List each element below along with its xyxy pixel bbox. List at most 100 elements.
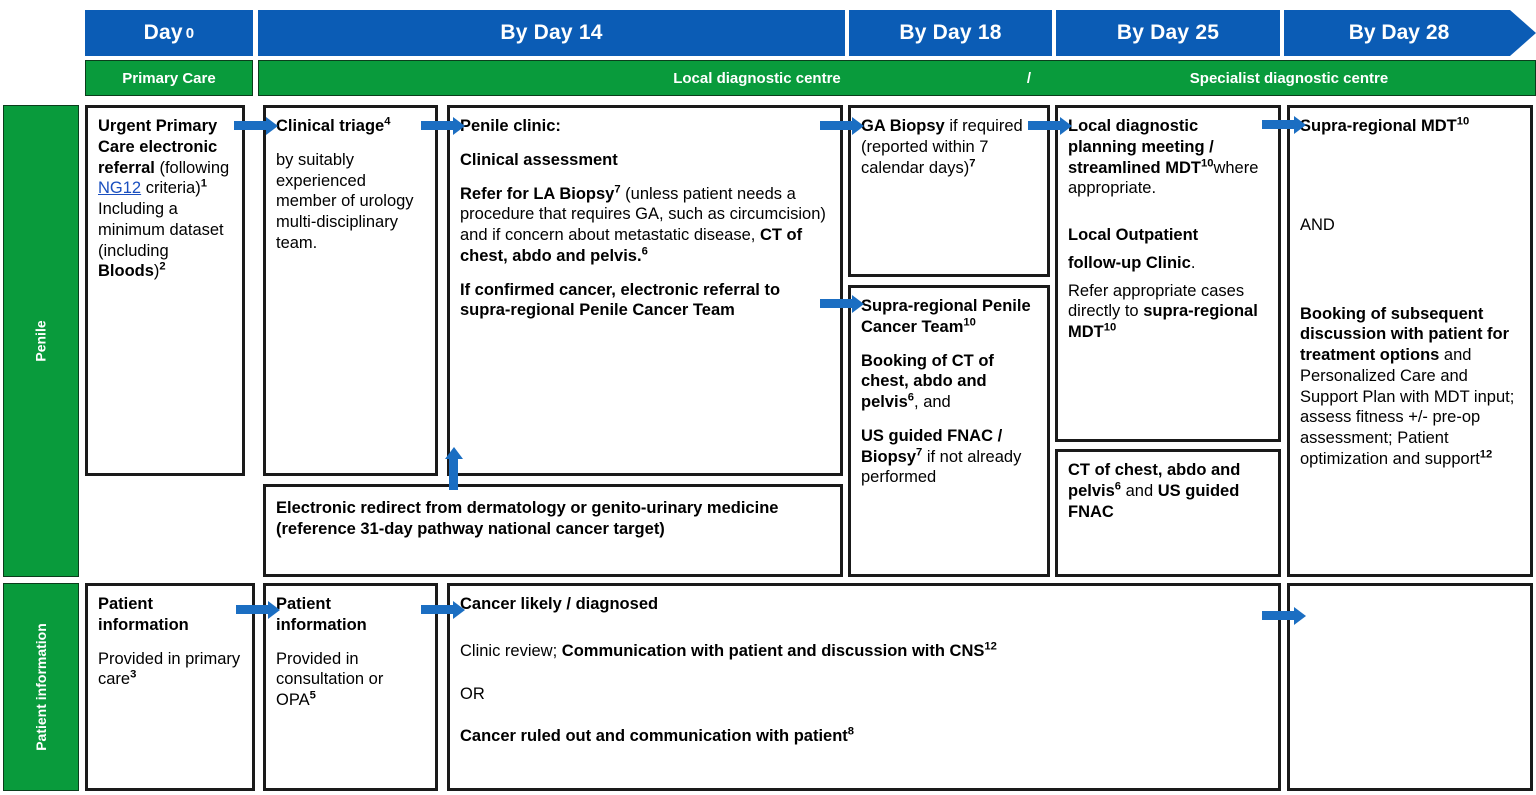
box-patient-information-mdt [1287,583,1533,791]
day-bar-18-value: 18 [977,21,1002,44]
row-label-penile-text: Penile [33,320,49,362]
pi-triage-sup: 5 [309,689,316,702]
supra-team-booking-tail: , and [914,393,951,412]
day-bar-18: By Day 18 [849,10,1052,56]
box-supra-regional-penile-cancer-team: Supra-regional Penile Cancer Team10 Book… [848,285,1050,577]
row-label-penile: Penile [3,105,79,577]
penile-clinic-title: Penile clinic: [460,117,561,135]
pi-primary-body: Provided in primary care [98,649,241,689]
box-patient-information-clinic: Cancer likely / diagnosed Clinic review;… [447,583,1281,791]
arrow-to-supra-regional-mdt [1262,120,1295,129]
penile-clinic-refer-bold: Refer for LA Biopsy [460,184,615,203]
supra-mdt-heading-sup: 10 [1456,115,1470,128]
pi-clinic-line4-sup: 8 [847,725,855,738]
supra-mdt-booking-bold: Booking of subsequent discussion with pa… [1300,304,1510,365]
local-planning-refer-text: Refer appropriate cases directly to [1068,281,1245,321]
day-bar-18-label: By Day [899,21,972,44]
box-clinical-triage: Clinical triage4 by suitably experienced… [263,105,438,476]
pi-clinic-line4-bold: Cancer ruled out and communication with … [460,727,848,746]
supra-team-heading-sup: 10 [963,316,976,329]
box-patient-information-triage: Patient information Provided in consulta… [263,583,438,791]
ct-fnac-mid: and [1121,481,1158,500]
clinical-triage-heading: Clinical triage [276,117,385,135]
arrow-pi-triage-to-pi-clinic [421,605,454,614]
box-supra-regional-mdt: Supra-regional MDT10 AND Booking of subs… [1287,105,1533,577]
supra-team-booking-bold: Booking of CT of chest, abdo and pelvis [861,351,994,412]
box-local-diagnostic-planning: Local diagnostic planning meeting / stre… [1055,105,1281,442]
setting-band-diagnostic: Local diagnostic centre / Specialist dia… [258,60,1536,96]
day-bar-0-label: Day [143,21,183,44]
local-planning-outpatient-bold: Local Outpatient [1068,226,1199,245]
supra-team-us-sup: 7 [916,446,923,459]
urgent-referral-tail-close: ) [153,262,160,281]
row-label-patient-information: Patient information [3,583,79,791]
supra-team-booking-sup: 6 [907,391,915,404]
box-ga-biopsy: GA Biopsy if required (reported within 7… [848,105,1050,277]
day-bar-28-value: 28 [1425,21,1450,44]
clinical-triage-sup: 4 [384,115,391,128]
arrow-referral-to-triage [234,121,267,130]
urgent-referral-link-prefix: (following [159,158,230,177]
pi-clinic-line2-sup: 12 [984,640,997,653]
local-planning-outpatient-tail: . [1190,253,1196,272]
supra-mdt-booking-sup: 12 [1479,448,1493,461]
urgent-referral-body: Including a minimum dataset (including [98,200,224,260]
penile-clinic-confirmed: If confirmed cancer, electronic referral… [460,280,781,320]
box-electronic-redirect: Electronic redirect from dermatology or … [263,484,843,577]
urgent-referral-bloods: Bloods [98,262,154,281]
day-bar-14: By Day 14 [258,10,845,56]
clinical-triage-body: by suitably experienced member of urolog… [276,150,414,252]
penile-clinic-assessment: Clinical assessment [460,150,618,169]
box-ct-and-us-fnac: CT of chest, abdo and pelvis6 and US gui… [1055,449,1281,577]
pi-clinic-line1: Cancer likely / diagnosed [460,595,659,613]
local-planning-refer-bold: supra-regional MDT [1068,302,1258,342]
pi-triage-body: Provided in consultation or OPA [276,649,384,710]
arrow-penile-clinic-to-ga-biopsy [820,121,853,130]
ct-fnac-bold1: CT of chest, abdo and pelvis [1068,461,1241,500]
day-bar-14-label: By Day [500,21,573,44]
setting-band-specialist-label: Specialist diagnostic centre [1189,69,1389,87]
local-planning-heading-sup: 10 [1200,157,1214,170]
supra-team-heading: Supra-regional Penile Cancer Team [861,297,1031,336]
row-label-patient-information-text: Patient information [33,623,49,751]
penile-clinic-refer-text: (unless patient needs a procedure that r… [460,184,826,245]
day-bar-28-label: By Day [1348,21,1420,44]
day-bar-28: By Day 28 [1284,10,1536,56]
day-bar-25: By Day 25 [1056,10,1280,56]
ng12-link[interactable]: NG12 [98,179,142,198]
arrow-redirect-to-penile-clinic [449,458,458,490]
pi-clinic-line3: OR [460,684,485,703]
ga-biopsy-text: if required (reported within 7 calendar … [861,117,1023,177]
supra-mdt-heading: Supra-regional MDT [1300,117,1457,135]
electronic-redirect-text: Electronic redirect from dermatology or … [276,499,779,538]
ct-fnac-sup: 6 [1114,480,1122,493]
box-urgent-primary-care-referral: Urgent Primary Care electronic referral … [85,105,245,476]
arrow-pi-primary-to-pi-triage [236,605,269,614]
supra-mdt-and: AND [1300,215,1335,234]
ga-biopsy-bold: GA Biopsy [861,117,945,135]
day-bar-14-value: 14 [578,21,603,44]
day-bar-25-value: 25 [1195,21,1220,44]
pi-triage-heading: Patient information [276,595,367,634]
arrow-pi-clinic-to-pi-mdt [1262,611,1295,620]
urgent-referral-sup-1: 1 [200,177,207,190]
day-bar-25-label: By Day [1116,21,1190,44]
supra-team-us-bold: US guided FNAC / Biopsy [861,426,1003,466]
day-bar-0: Day 0 [85,10,253,56]
setting-band-slash: / [1026,69,1032,87]
setting-band-primary-care-label: Primary Care [122,69,216,87]
local-planning-heading-tail: where appropriate. [1068,158,1259,198]
pi-clinic-line2-bold: Communication with patient and discussio… [561,641,985,660]
pi-primary-heading: Patient information [98,595,189,634]
local-planning-outpatient-bold2: follow-up Clinic [1068,253,1191,272]
urgent-referral-heading: Urgent Primary Care electronic referral [98,117,218,177]
day-bar-0-value: 0 [185,24,195,42]
box-patient-information-primary-care: Patient information Provided in primary … [85,583,255,791]
arrow-penile-clinic-to-supra-team [820,299,853,308]
setting-band-local-label: Local diagnostic centre [673,69,841,87]
penile-clinic-refer-sup: 7 [614,183,621,196]
arrow-to-local-planning [1028,121,1061,130]
supra-mdt-booking-tail: and Personalized Care and Support Plan w… [1300,346,1515,469]
arrow-triage-to-penile-clinic [421,121,454,130]
